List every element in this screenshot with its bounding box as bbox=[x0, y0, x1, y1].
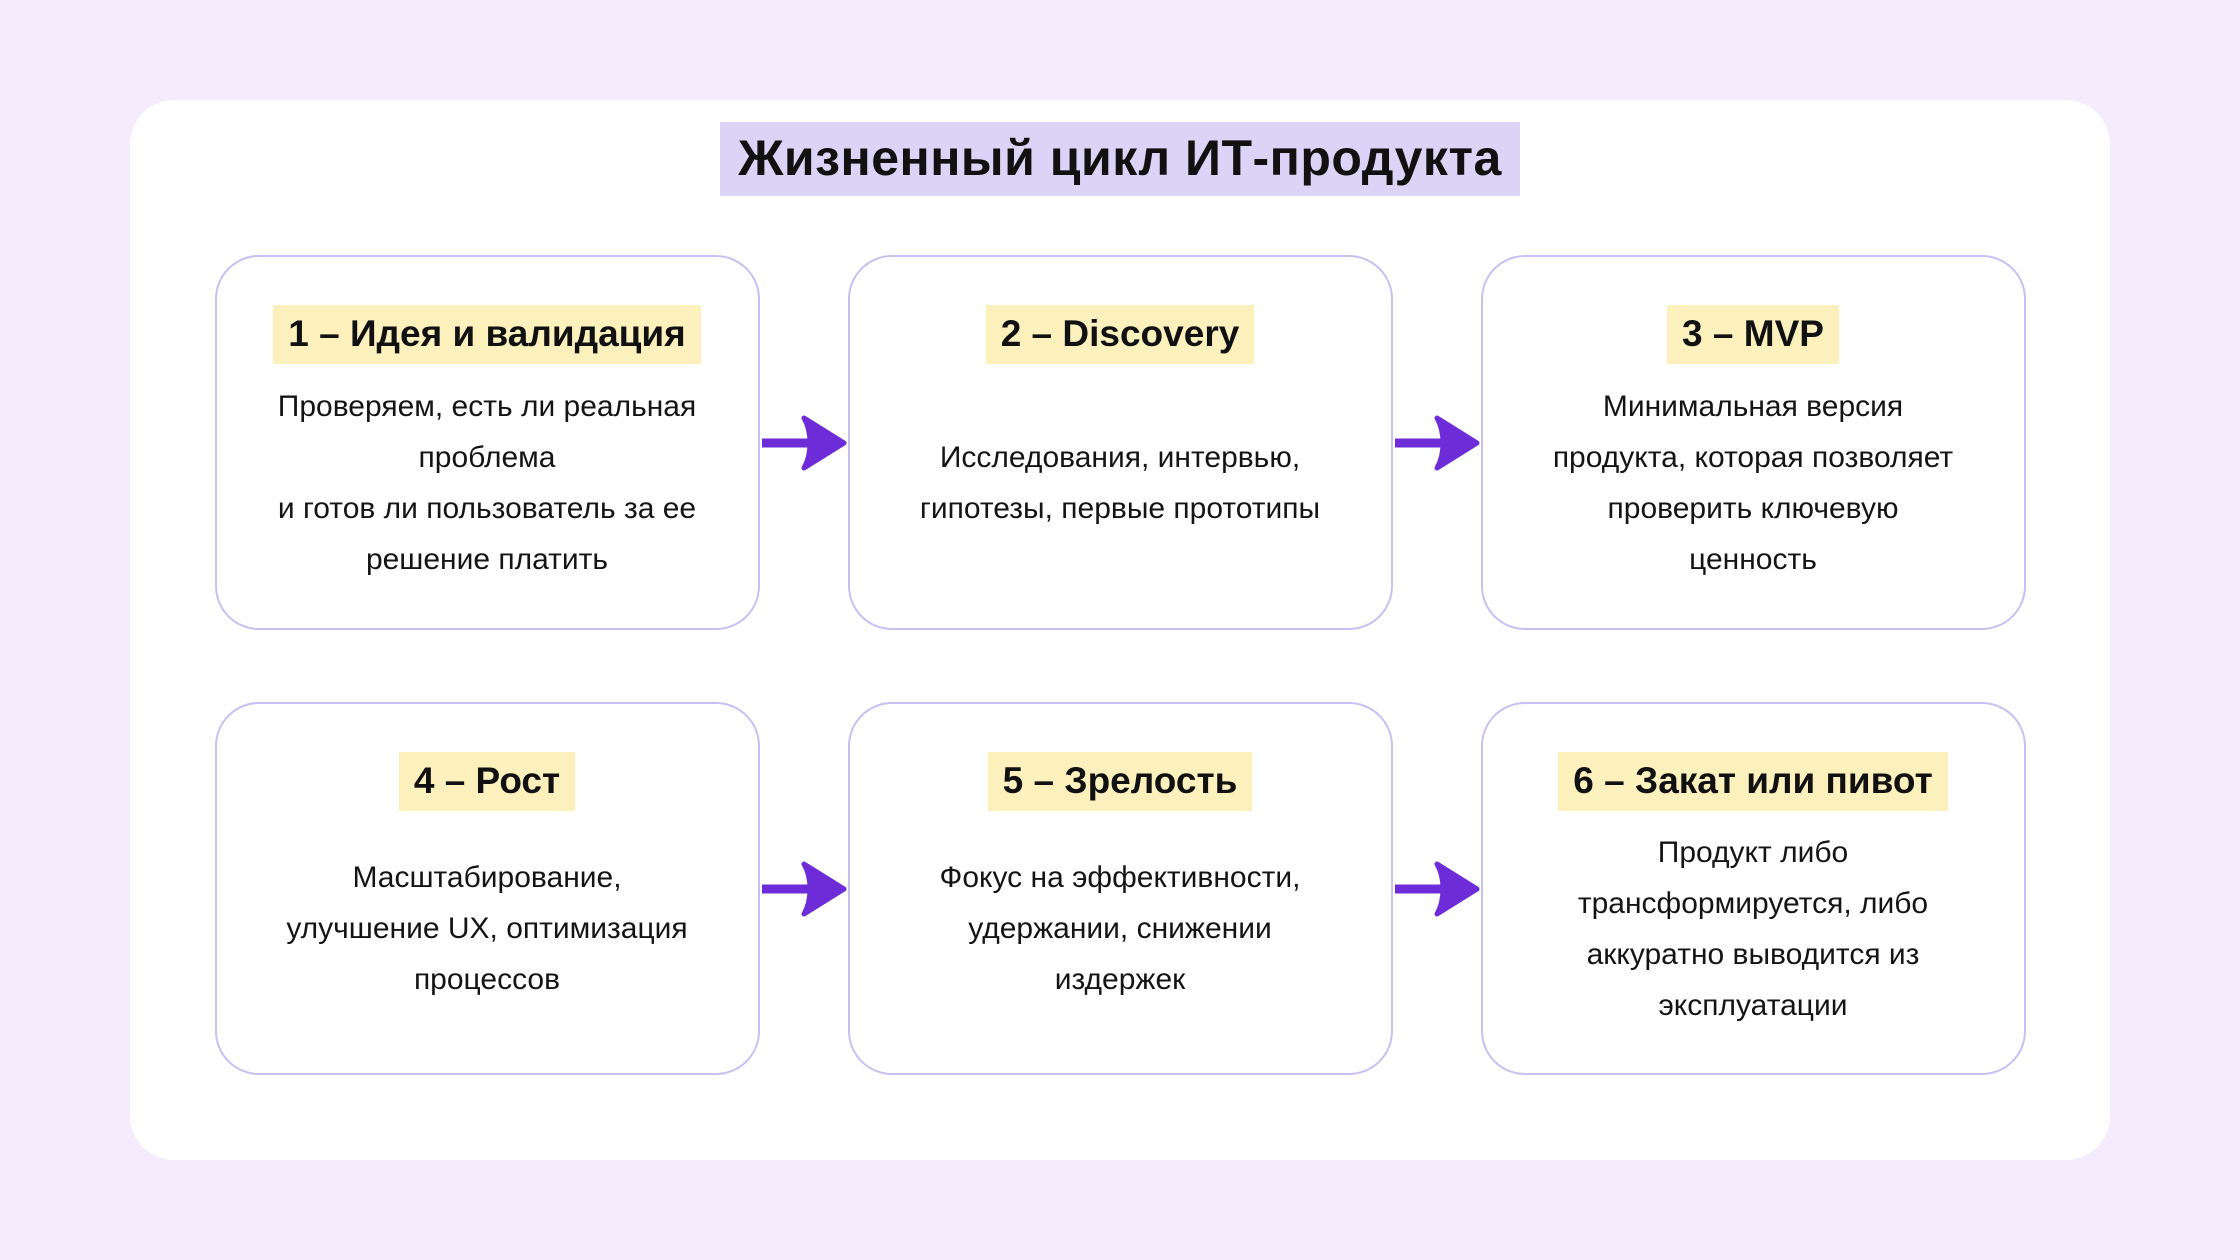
stage-card-heading: 3 – MVP bbox=[1667, 305, 1839, 364]
stage-row-1: 1 – Идея и валидация Проверяем, есть ли … bbox=[130, 255, 2110, 630]
page-title: Жизненный цикл ИТ-продукта bbox=[720, 122, 1520, 196]
flow-arrow-icon bbox=[761, 861, 846, 916]
flow-arrow bbox=[760, 702, 848, 1075]
stage-card-6: 6 – Закат или пивот Продукт либо трансфо… bbox=[1480, 702, 2026, 1075]
stage-card-heading: 4 – Рост bbox=[398, 752, 576, 811]
stage-card-description: Фокус на эффективности, удержании, сниже… bbox=[939, 861, 1301, 997]
stage-card-1: 1 – Идея и валидация Проверяем, есть ли … bbox=[214, 255, 760, 630]
flow-arrow bbox=[1393, 702, 1481, 1075]
stage-card-description: Исследования, интервью, гипотезы, первые… bbox=[919, 440, 1321, 525]
flow-arrow bbox=[1393, 255, 1481, 630]
stage-card-heading: 5 – Зрелость bbox=[987, 752, 1253, 811]
stage-card-description: Масштабирование, улучшение UX, оптимизац… bbox=[286, 861, 688, 997]
flow-arrow bbox=[760, 255, 848, 630]
content-panel: Жизненный цикл ИТ-продукта 1 – Идея и ва… bbox=[130, 100, 2110, 1160]
stage-card-5: 5 – Зрелость Фокус на эффективности, уде… bbox=[847, 702, 1393, 1075]
stage-card-2: 2 – Discovery Исследования, интервью, ги… bbox=[847, 255, 1393, 630]
stage-card-heading: 1 – Идея и валидация bbox=[273, 305, 701, 364]
title-row: Жизненный цикл ИТ-продукта bbox=[130, 122, 2110, 196]
stage-card-description: Продукт либо трансформируется, либо акку… bbox=[1577, 835, 1929, 1022]
stage-card-heading: 6 – Закат или пивот bbox=[1558, 752, 1948, 811]
stage-card-3: 3 – MVP Минимальная версия продукта, кот… bbox=[1480, 255, 2026, 630]
stage-row-2: 4 – Рост Масштабирование, улучшение UX, … bbox=[130, 702, 2110, 1075]
flow-arrow-icon bbox=[761, 415, 846, 470]
stage-card-4: 4 – Рост Масштабирование, улучшение UX, … bbox=[214, 702, 760, 1075]
flow-arrow-icon bbox=[1394, 415, 1479, 470]
stage-card-description: Минимальная версия продукта, которая поз… bbox=[1552, 389, 1954, 576]
flow-arrow-icon bbox=[1394, 861, 1479, 916]
stage-card-heading: 2 – Discovery bbox=[985, 305, 1255, 364]
stage-card-description: Проверяем, есть ли реальная проблема и г… bbox=[277, 389, 697, 576]
